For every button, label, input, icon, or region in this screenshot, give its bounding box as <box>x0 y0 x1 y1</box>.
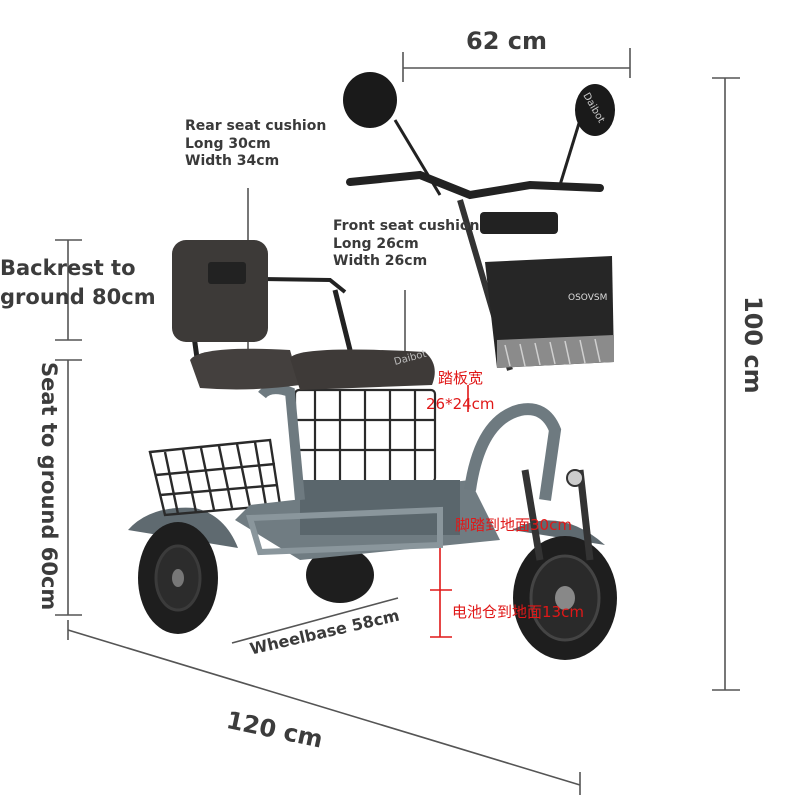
front-seat-width: Width 26cm <box>333 253 428 269</box>
rear-seat-title: Rear seat cushion <box>185 118 327 134</box>
basket-brand: OSOVSM <box>568 293 607 303</box>
front-wheel <box>512 469 617 660</box>
rear-wheel <box>128 507 238 634</box>
height-label: 100 cm <box>739 296 767 394</box>
handlebar <box>343 72 615 234</box>
front-seat-title: Front seat cushion <box>333 218 480 234</box>
battery-to-ground: 电池仓到地面13cm <box>452 603 584 621</box>
seat-ground-label: Seat to ground 60cm <box>37 362 61 611</box>
rear-seat-width: Width 34cm <box>185 153 280 169</box>
rear-basket <box>148 438 282 517</box>
backrest-info: Backrest to ground 80cm <box>0 254 156 313</box>
pedal-width-title: 踏板宽 <box>438 369 484 387</box>
front-seat-info: Front seat cushion Long 26cm Width 26cm <box>333 218 480 271</box>
rear-seat-long: Long 30cm <box>185 135 271 152</box>
frame <box>235 199 562 560</box>
rear-seat-info: Rear seat cushion Long 30cm Width 34cm <box>185 118 326 171</box>
pedal-to-ground: 脚踏到地面30cm <box>455 516 572 534</box>
pedal-width-value: 26*24cm <box>426 395 495 413</box>
seat-basket <box>293 388 437 484</box>
backrest-line1: Backrest to <box>0 256 136 280</box>
dimension-lines <box>55 48 740 795</box>
front-seat-long: Long 26cm <box>333 235 419 252</box>
backrest-line2: ground 80cm <box>0 285 156 310</box>
width-label: 62 cm <box>466 27 547 55</box>
front-basket: OSOVSM <box>485 256 614 368</box>
middle-wheel <box>306 547 374 603</box>
seat <box>172 240 435 390</box>
